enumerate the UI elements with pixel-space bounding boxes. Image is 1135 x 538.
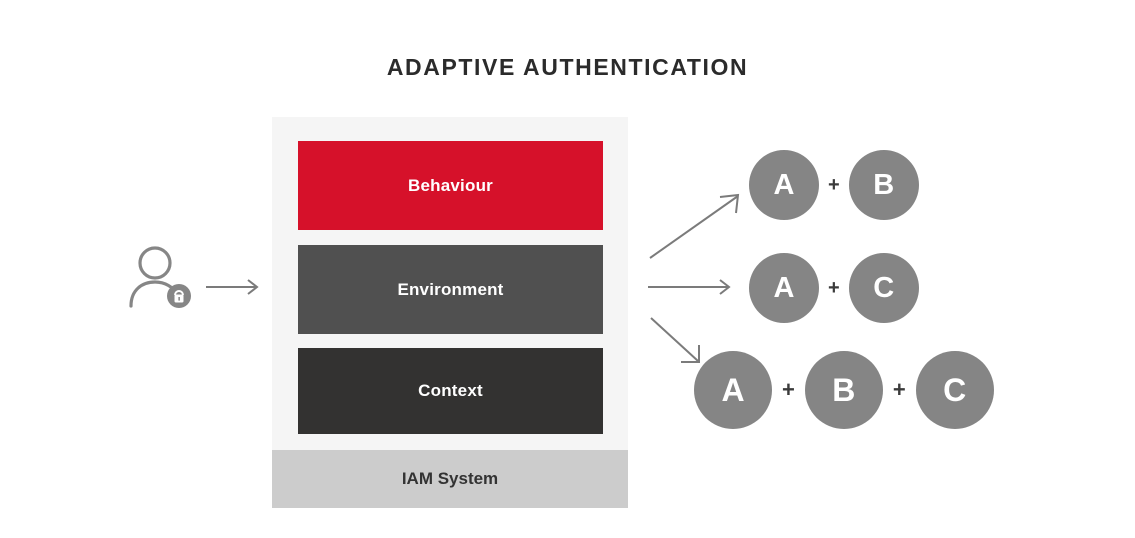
factor-stack-panel: Behaviour Environment Context IAM System (272, 117, 628, 508)
plus-sign: + (892, 377, 906, 402)
plus-sign: + (782, 377, 795, 402)
factor-bar-label: Context (418, 381, 483, 400)
factor-bar-label: Behaviour (408, 175, 493, 195)
factor-circle-label: C (943, 371, 967, 408)
factor-bar-behaviour[interactable]: Behaviour (298, 141, 603, 230)
arrow-right-icon (648, 275, 734, 299)
plus-sign: + (828, 276, 840, 299)
factor-circle-b[interactable]: B (804, 351, 883, 429)
arrow-right-icon (206, 275, 262, 299)
outcome-row: A + C (749, 253, 919, 323)
factor-circle-c[interactable]: C (848, 253, 919, 323)
factor-circle-label: B (873, 168, 895, 201)
outcome-row: A + B (749, 150, 919, 220)
factor-circle-a[interactable]: A (749, 253, 819, 323)
iam-system-band[interactable]: IAM System (272, 450, 628, 508)
factor-circle-label: A (773, 168, 795, 201)
factor-circle-a[interactable]: A (694, 351, 772, 429)
arrow-up-right-icon (648, 188, 746, 260)
factor-bar-environment[interactable]: Environment (298, 245, 603, 334)
factor-circle-label: C (873, 271, 895, 304)
factor-bar-label: Environment (397, 279, 504, 299)
arrow-down-right-icon (648, 315, 708, 367)
user-with-lock-icon (128, 246, 196, 310)
factor-circle-label: B (832, 371, 856, 408)
iam-system-label: IAM System (401, 469, 499, 488)
factor-circle-label: A (773, 271, 795, 304)
plus-sign: + (828, 173, 840, 196)
page-title: ADAPTIVE AUTHENTICATION (386, 54, 749, 80)
factor-circle-a[interactable]: A (749, 150, 819, 220)
factor-circle-b[interactable]: B (848, 150, 919, 220)
factor-circle-c[interactable]: C (915, 351, 994, 429)
factor-circle-label: A (721, 371, 745, 408)
factor-bar-context[interactable]: Context (298, 348, 603, 434)
outcome-row: A + B + C (694, 351, 994, 429)
